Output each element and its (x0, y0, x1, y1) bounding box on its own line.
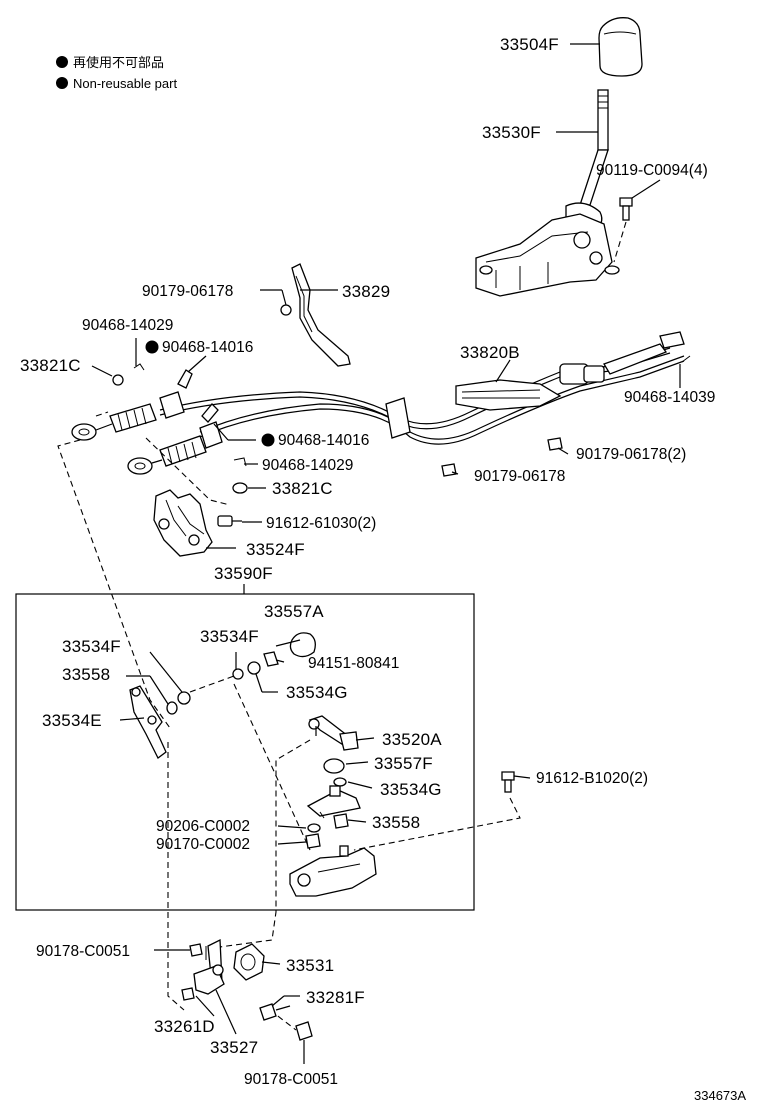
legend-jp: 再使用不可部品 (73, 55, 164, 70)
label-33527: 33527 (210, 1038, 258, 1057)
label-33534F-a: 33534F (62, 637, 121, 656)
label-90206-C0002: 90206-C0002 (156, 818, 250, 835)
label-90170-C0002: 90170-C0002 (156, 836, 250, 853)
label-33534G-a: 33534G (286, 683, 348, 702)
label-33534F-b: 33534F (200, 627, 259, 646)
label-90178-C0051-b: 90178-C0051 (244, 1071, 338, 1088)
label-33281F: 33281F (306, 988, 365, 1007)
label-90468-14039: 90468-14039 (624, 389, 715, 406)
nuts (441, 437, 563, 477)
bottom-parts (181, 938, 313, 1041)
non-reusable-marker-icon (56, 77, 68, 89)
legend-en: Non-reusable part (73, 76, 177, 91)
label-90179-06178-b: 90179-06178(2) (576, 446, 686, 463)
label-33821C-a: 33821C (20, 356, 81, 375)
bolt-91612-B1020 (501, 771, 515, 793)
label-90119-C0094: 90119-C0094(4) (596, 162, 708, 179)
label-90468-14029-a: 90468-14029 (82, 317, 173, 334)
non-reusable-marker-icon (145, 340, 159, 354)
label-33557F: 33557F (374, 754, 433, 773)
label-90179-06178-a: 90179-06178 (142, 283, 233, 300)
bracket-33829 (280, 263, 351, 367)
label-90468-14016-b: 90468-14016 (278, 432, 369, 449)
label-33821C-b: 33821C (272, 479, 333, 498)
bracket-33524F (153, 489, 242, 557)
label-33590F: 33590F (214, 564, 273, 583)
label-33820B: 33820B (460, 343, 520, 362)
label-90178-C0051-a: 90178-C0051 (36, 943, 130, 960)
label-91612-61030: 91612-61030(2) (266, 515, 376, 532)
clips (112, 355, 691, 494)
label-33534G-b: 33534G (380, 780, 442, 799)
cable-end-upper (71, 391, 185, 441)
label-33557A: 33557A (264, 602, 324, 621)
non-reusable-marker-icon (56, 56, 68, 68)
shift-knob (598, 17, 643, 77)
guide-lines (57, 411, 521, 1031)
label-33558-b: 33558 (372, 813, 420, 832)
sub-assembly-box (15, 593, 475, 911)
figure-code: 334673A (694, 1088, 746, 1103)
non-reusable-marker-icon (261, 433, 275, 447)
label-33534E: 33534E (42, 711, 102, 730)
shift-cables (159, 331, 685, 445)
bolt-90119 (613, 197, 633, 263)
label-90179-06178-c: 90179-06178 (474, 468, 565, 485)
shift-lever-housing (475, 213, 620, 297)
label-90468-14016-a: 90468-14016 (162, 339, 253, 356)
box-parts (129, 632, 377, 897)
label-33261D: 33261D (154, 1017, 215, 1036)
label-33531: 33531 (286, 956, 334, 975)
label-33558-a: 33558 (62, 665, 110, 684)
part-labels: 33504F 33530F 90119-C0094(4) 90179-06178… (20, 35, 746, 1103)
label-33524F: 33524F (246, 540, 305, 559)
label-90468-14029-b: 90468-14029 (262, 457, 353, 474)
label-33520A: 33520A (382, 730, 442, 749)
label-94151-80841: 94151-80841 (308, 655, 399, 672)
label-33530F: 33530F (482, 123, 541, 142)
cable-end-lower (127, 421, 223, 475)
label-33829: 33829 (342, 282, 390, 301)
label-91612-B1020: 91612-B1020(2) (536, 770, 648, 787)
label-33504F: 33504F (500, 35, 559, 54)
legend: 再使用不可部品 Non-reusable part (56, 55, 177, 91)
leader-lines (91, 43, 681, 1064)
